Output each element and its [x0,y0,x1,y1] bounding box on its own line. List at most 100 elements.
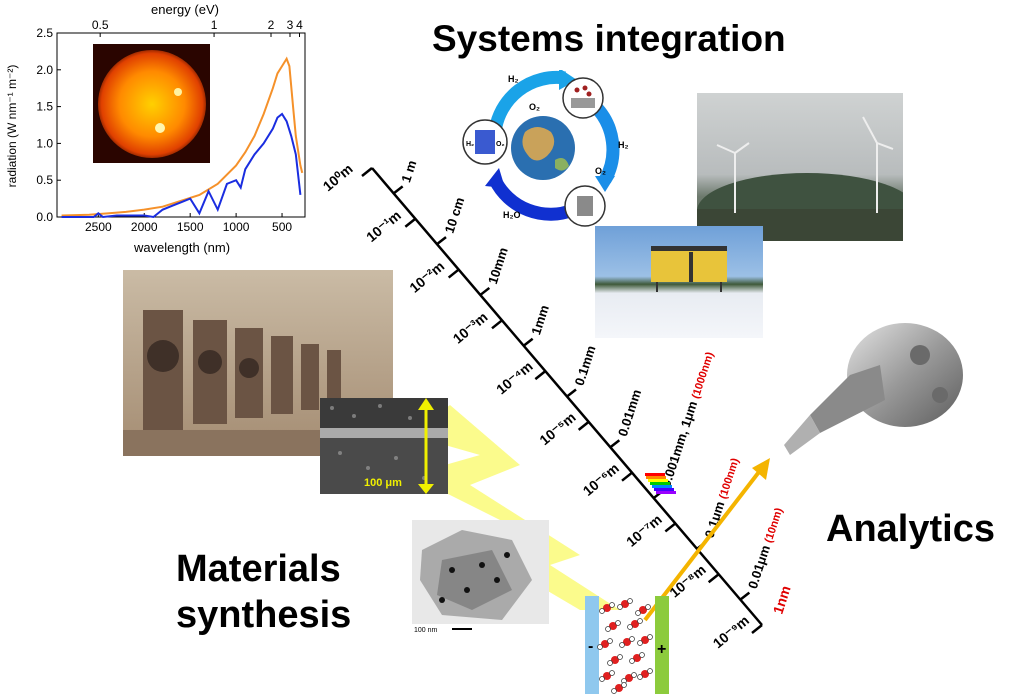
cycle-arrowhead [485,168,505,188]
hydrogen-atom [617,654,623,660]
exponent-label: 10⁻¹m [363,207,404,245]
hydrogen-atom [599,676,605,682]
electrode-cathode [655,596,669,694]
size-label: 0.001mm, 1μm (1000nm) [658,349,716,489]
y-tick-label: 2.5 [36,26,53,40]
analytics-title: Analytics [826,508,995,550]
label-o2: O₂ [496,141,505,148]
materials-title-line2: synthesis [176,594,352,636]
y-tick-label: 0.5 [36,173,53,187]
x2-tick-label: 3 [287,18,294,32]
minor-tick [739,591,751,601]
oxygen-atom [601,640,609,648]
hydrogen-atom [611,688,617,694]
electrode-anode [585,596,599,694]
minor-tick [566,388,577,398]
size-label: 10 cm [442,195,468,235]
y-tick-label: 2.0 [36,63,53,77]
exponent-label: 10⁰m [320,160,356,194]
lightning-shape [410,405,620,610]
tem-texture: 100 nm [412,530,549,634]
hydrogen-atom [637,618,643,624]
major-tick [751,624,763,634]
hydrogen-atom [607,638,613,644]
oxygen-atom [641,636,649,644]
minor-tick [609,439,621,449]
oxygen-atom [641,670,649,678]
x2-tick-label: 0.5 [92,18,109,32]
spectrum-series-2 [61,112,302,219]
x-tick-label: 2500 [85,220,112,234]
materials-synthesis-title: Materials synthesis [176,546,351,638]
fuel-cell-icon [577,196,593,216]
size-label: 1mm [528,303,552,337]
x2-tick-label: 1 [211,18,218,32]
sun-flare [155,123,165,133]
exponent-label: 10⁻⁴m [493,358,536,397]
earth-continent [522,127,555,161]
lightning-bolt [410,405,620,610]
major-tick [664,522,677,533]
hydrogen-atom [615,620,621,626]
exponent-label: 10⁻⁷m [623,511,665,550]
analytics-arrow [643,466,764,622]
major-tick [361,167,373,177]
major-tick [707,573,720,584]
instrument-nozzle [810,365,885,433]
systems-integration-title: Systems integration [432,18,786,59]
hydrogen-atom [599,608,605,614]
cycle-arrowhead [595,176,615,192]
hydrogen-atom [631,672,637,678]
size-label: 0.01μm (10nm) [745,505,785,590]
biogas-plant-photo [697,93,903,241]
hydrogen-atom [621,682,627,688]
minor-tick [436,236,447,246]
materials-title-line1: Materials [176,548,341,590]
hydrogen-atom [637,674,643,680]
x-axis-title: wavelength (nm) [133,240,230,255]
hydrogen-atom [597,644,603,650]
sun-flare [174,88,182,96]
spectrum-series-1 [61,56,304,217]
x2-tick-label: 4 [296,18,303,32]
major-tick [404,217,417,228]
size-label: 1 m [398,158,419,184]
cycle-arrowhead [559,70,577,90]
sun-image [98,50,206,158]
oxygen-atom [603,604,611,612]
tem-scale-label: 100 nm [414,627,438,634]
oxygen-atom [603,672,611,680]
hydrogen-atom [629,658,635,664]
oxygen-atom [633,654,641,662]
size-label: 10mm [485,245,511,285]
hydrogen-atom [609,670,615,676]
major-tick [447,268,460,279]
hydrogen-atom [605,626,611,632]
electrode-schematic: - + [585,596,669,694]
water-molecules [597,598,653,694]
y-tick-label: 1.0 [36,136,53,150]
minor-tick [479,286,491,296]
size-label: 0.1mm [572,344,599,388]
size-label-nm: (10nm) [763,506,786,544]
hydrogen-atom [607,660,613,666]
oxygen-atom [639,606,647,614]
cycle-arrow-bottom [489,176,576,221]
cycle-arrow-top [488,70,566,134]
label-h2o: H₂O [503,210,521,220]
x-tick-label: 1500 [177,220,204,234]
hydrogen-atom [627,624,633,630]
size-label-nm: (1000nm) [690,350,716,400]
exponent-label: 10⁻⁶m [580,460,622,499]
label-o2: O₂ [595,166,606,176]
size-label-nm: (100nm) [717,456,742,500]
anode-sign: - [588,638,593,655]
sem-micrograph: 100 μm [320,398,448,494]
instrument-tip [784,415,820,455]
y-tick-label: 1.5 [36,100,53,114]
x-tick-label: 2000 [131,220,158,234]
major-tick [491,319,503,330]
hydrogen-atom [637,640,643,646]
y-axis-title: radiation (W nm⁻¹ m⁻²) [5,65,19,188]
